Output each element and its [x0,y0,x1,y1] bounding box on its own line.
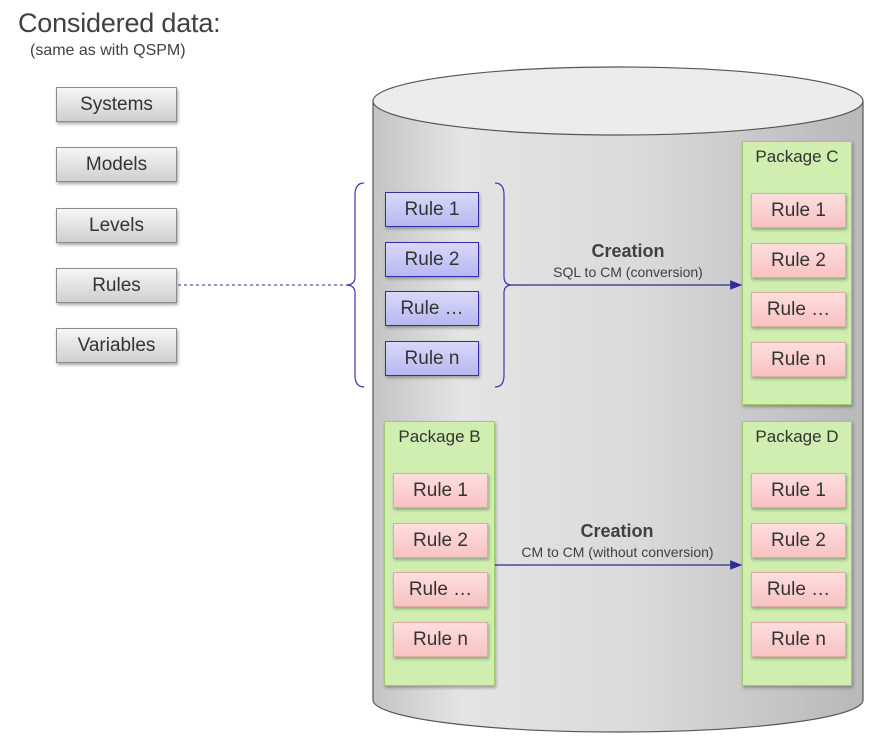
arrow-bottom-label: Creation [580,521,654,541]
package-c-rule-ellipsis[interactable]: Rule … [751,292,846,327]
category-models[interactable]: Models [56,147,177,182]
package-d-rule-n[interactable]: Rule n [751,622,846,657]
page-subtitle: (same as with QSPM) [30,42,186,59]
category-levels[interactable]: Levels [56,208,177,243]
package-c-rule-n[interactable]: Rule n [751,342,846,377]
sql-rule-1[interactable]: Rule 1 [385,192,479,227]
sql-rule-ellipsis[interactable]: Rule … [385,291,479,326]
database-cylinder [372,66,864,733]
package-c-title: Package C [755,147,839,166]
sql-rule-2[interactable]: Rule 2 [385,242,479,277]
package-b[interactable]: Package B Rule 1 Rule 2 Rule … Rule n [384,421,495,686]
package-b-rule-ellipsis[interactable]: Rule … [393,572,488,607]
arrow-top-sublabel: SQL to CM (conversion) [553,264,703,280]
package-d[interactable]: Package D Rule 1 Rule 2 Rule … Rule n [742,421,852,686]
package-d-title: Package D [755,427,839,446]
package-d-rule-2[interactable]: Rule 2 [751,523,846,558]
category-variables[interactable]: Variables [56,328,177,363]
sql-rule-n[interactable]: Rule n [385,341,479,376]
package-d-rule-1[interactable]: Rule 1 [751,473,846,508]
package-b-title: Package B [398,427,481,446]
arrow-top-label: Creation [591,241,665,261]
page-title: Considered data: [18,8,221,38]
package-c-rule-2[interactable]: Rule 2 [751,243,846,278]
arrow-bottom-sublabel: CM to CM (without conversion) [521,544,714,560]
package-b-rule-n[interactable]: Rule n [393,622,488,657]
package-b-rule-2[interactable]: Rule 2 [393,523,488,558]
package-b-rule-1[interactable]: Rule 1 [393,473,488,508]
package-c-rule-1[interactable]: Rule 1 [751,193,846,228]
package-c[interactable]: Package C Rule 1 Rule 2 Rule … Rule n [742,141,852,405]
category-systems[interactable]: Systems [56,87,177,122]
category-rules[interactable]: Rules [56,268,177,303]
package-d-rule-ellipsis[interactable]: Rule … [751,572,846,607]
left-brace [345,182,365,388]
